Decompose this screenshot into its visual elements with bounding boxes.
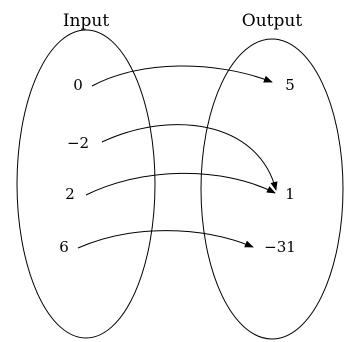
input-value-3: 6 xyxy=(59,238,69,256)
arrow-6-to-neg31 xyxy=(77,230,254,249)
input-value-1: −2 xyxy=(67,134,89,152)
output-value-0: 5 xyxy=(285,76,295,94)
arrow-neg2-to-1 xyxy=(101,124,278,191)
input-value-2: 2 xyxy=(65,185,75,203)
arrow-2-to-1 xyxy=(85,172,276,196)
output-set-oval xyxy=(200,38,344,340)
input-set-oval xyxy=(16,29,156,339)
arrow-0-to-5 xyxy=(91,65,273,87)
output-value-2: −31 xyxy=(264,238,296,256)
input-value-0: 0 xyxy=(73,76,83,94)
input-heading: Input xyxy=(63,11,109,31)
output-heading: Output xyxy=(242,11,303,31)
output-value-1: 1 xyxy=(285,185,295,203)
